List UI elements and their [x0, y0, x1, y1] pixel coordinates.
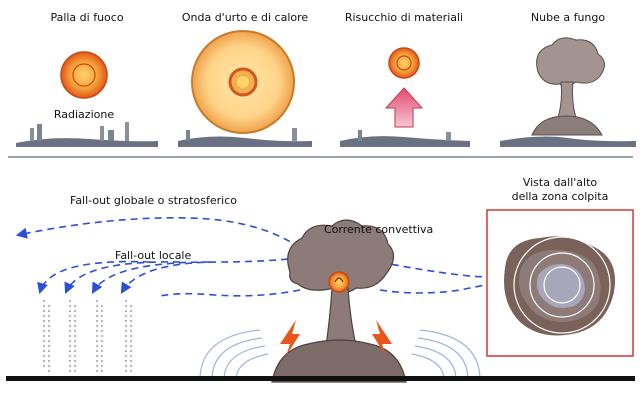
convection-label: Corrente convettiva [324, 223, 433, 236]
building [108, 130, 114, 141]
building [30, 128, 34, 141]
convective-inflow-line [380, 282, 500, 293]
local-fallout-label: Fall-out locale [115, 249, 191, 262]
global-fallout-arrow [18, 218, 300, 248]
rising-fireball [389, 48, 419, 78]
ground-city [178, 137, 312, 147]
fireball [61, 52, 107, 98]
top-view-label-line1: Vista dall'alto [523, 176, 598, 189]
cloud-stem [326, 288, 356, 346]
shockwave-center [237, 76, 249, 88]
building [446, 132, 451, 141]
shock-ring [420, 330, 480, 380]
stage-title-mushroom: Nube a fungo [531, 11, 605, 24]
building [358, 130, 362, 141]
mushroom-stem [558, 82, 576, 118]
stage-title-suction: Risucchio di materiali [345, 11, 463, 24]
suction-arrow [386, 88, 422, 127]
local-fallout-arrow [40, 262, 150, 292]
stage-title-fireball: Palla di fuoco [50, 11, 123, 24]
shock-ring [200, 330, 260, 380]
suction-stage [340, 48, 470, 147]
convective-inflow-line [380, 262, 500, 277]
mushroom-cap [537, 38, 605, 87]
convection-core [329, 272, 349, 292]
building [37, 124, 42, 141]
stage-title-shockwave: Onda d'urto e di calore [182, 11, 309, 24]
building [292, 128, 297, 141]
shockwave-stage [178, 31, 312, 147]
main-mushroom-cloud [272, 220, 406, 382]
low-flow-line [160, 290, 300, 296]
local-fallout-arrow [66, 262, 180, 292]
ground-city [500, 137, 636, 147]
ground-line [6, 376, 635, 381]
fireball-stage: Radiazione [16, 52, 158, 147]
mushroom-stage [500, 38, 636, 147]
fallout-particles [44, 300, 131, 375]
mushroom-base [532, 116, 602, 135]
building [125, 122, 129, 141]
local-fallout-arrow [93, 262, 210, 292]
building [100, 126, 104, 141]
local-fallout-arrow [122, 258, 300, 292]
radiation-label: Radiazione [54, 108, 114, 121]
building [186, 130, 190, 141]
top-view-inset [487, 210, 633, 356]
global-fallout-label: Fall-out globale o stratosferico [70, 194, 237, 207]
top-view-label-line2: della zona colpita [512, 190, 609, 203]
